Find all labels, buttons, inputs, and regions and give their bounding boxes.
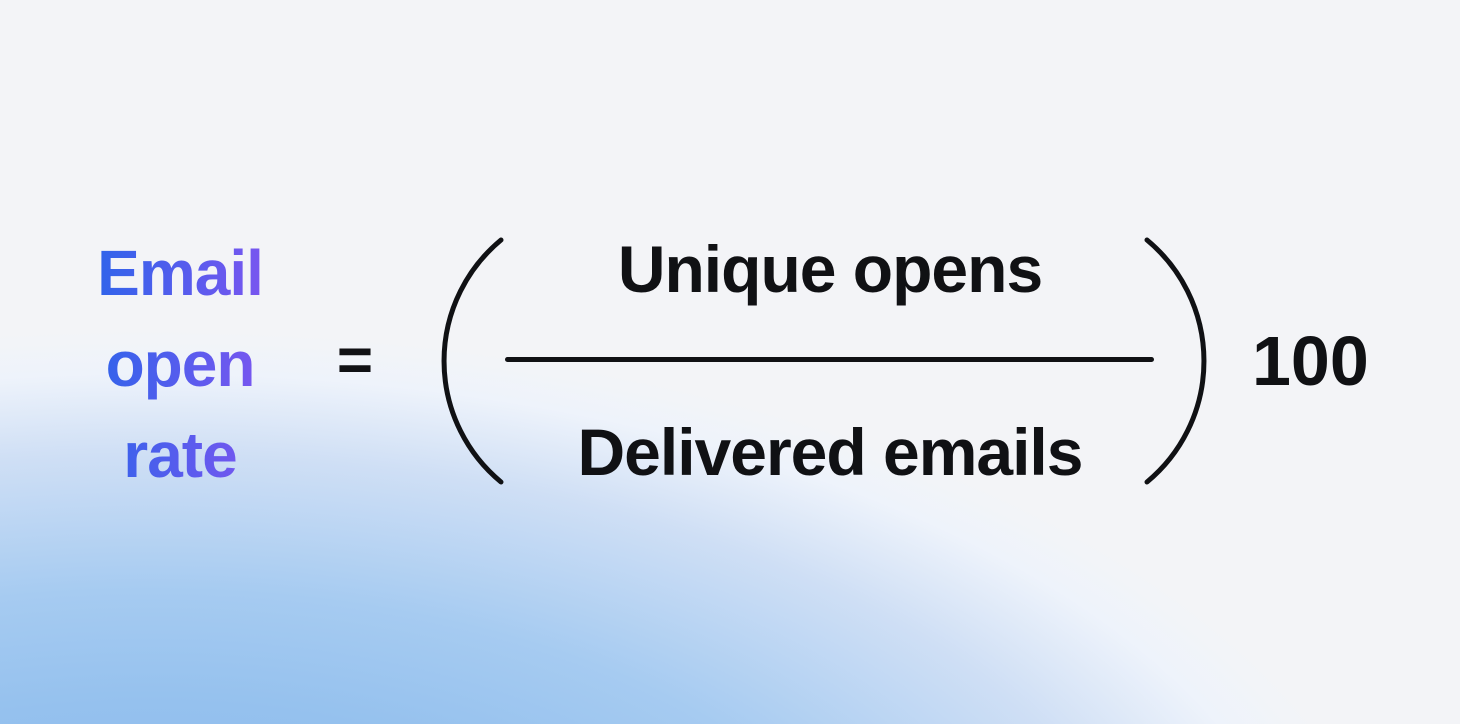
metric-name: Email open rate [56,228,304,501]
left-parenthesis-icon [441,237,504,485]
right-parenthesis-icon [1144,237,1207,485]
multiplier-100: 100 [1252,322,1369,400]
fraction-bar [505,357,1154,362]
formula-numerator: Unique opens [617,232,1043,306]
formula-denominator: Delivered emails [577,415,1084,489]
equals-sign: = [336,326,374,395]
metric-name-line: Email [97,237,263,309]
metric-name-line: open [105,328,255,400]
metric-name-line: rate [123,419,237,491]
